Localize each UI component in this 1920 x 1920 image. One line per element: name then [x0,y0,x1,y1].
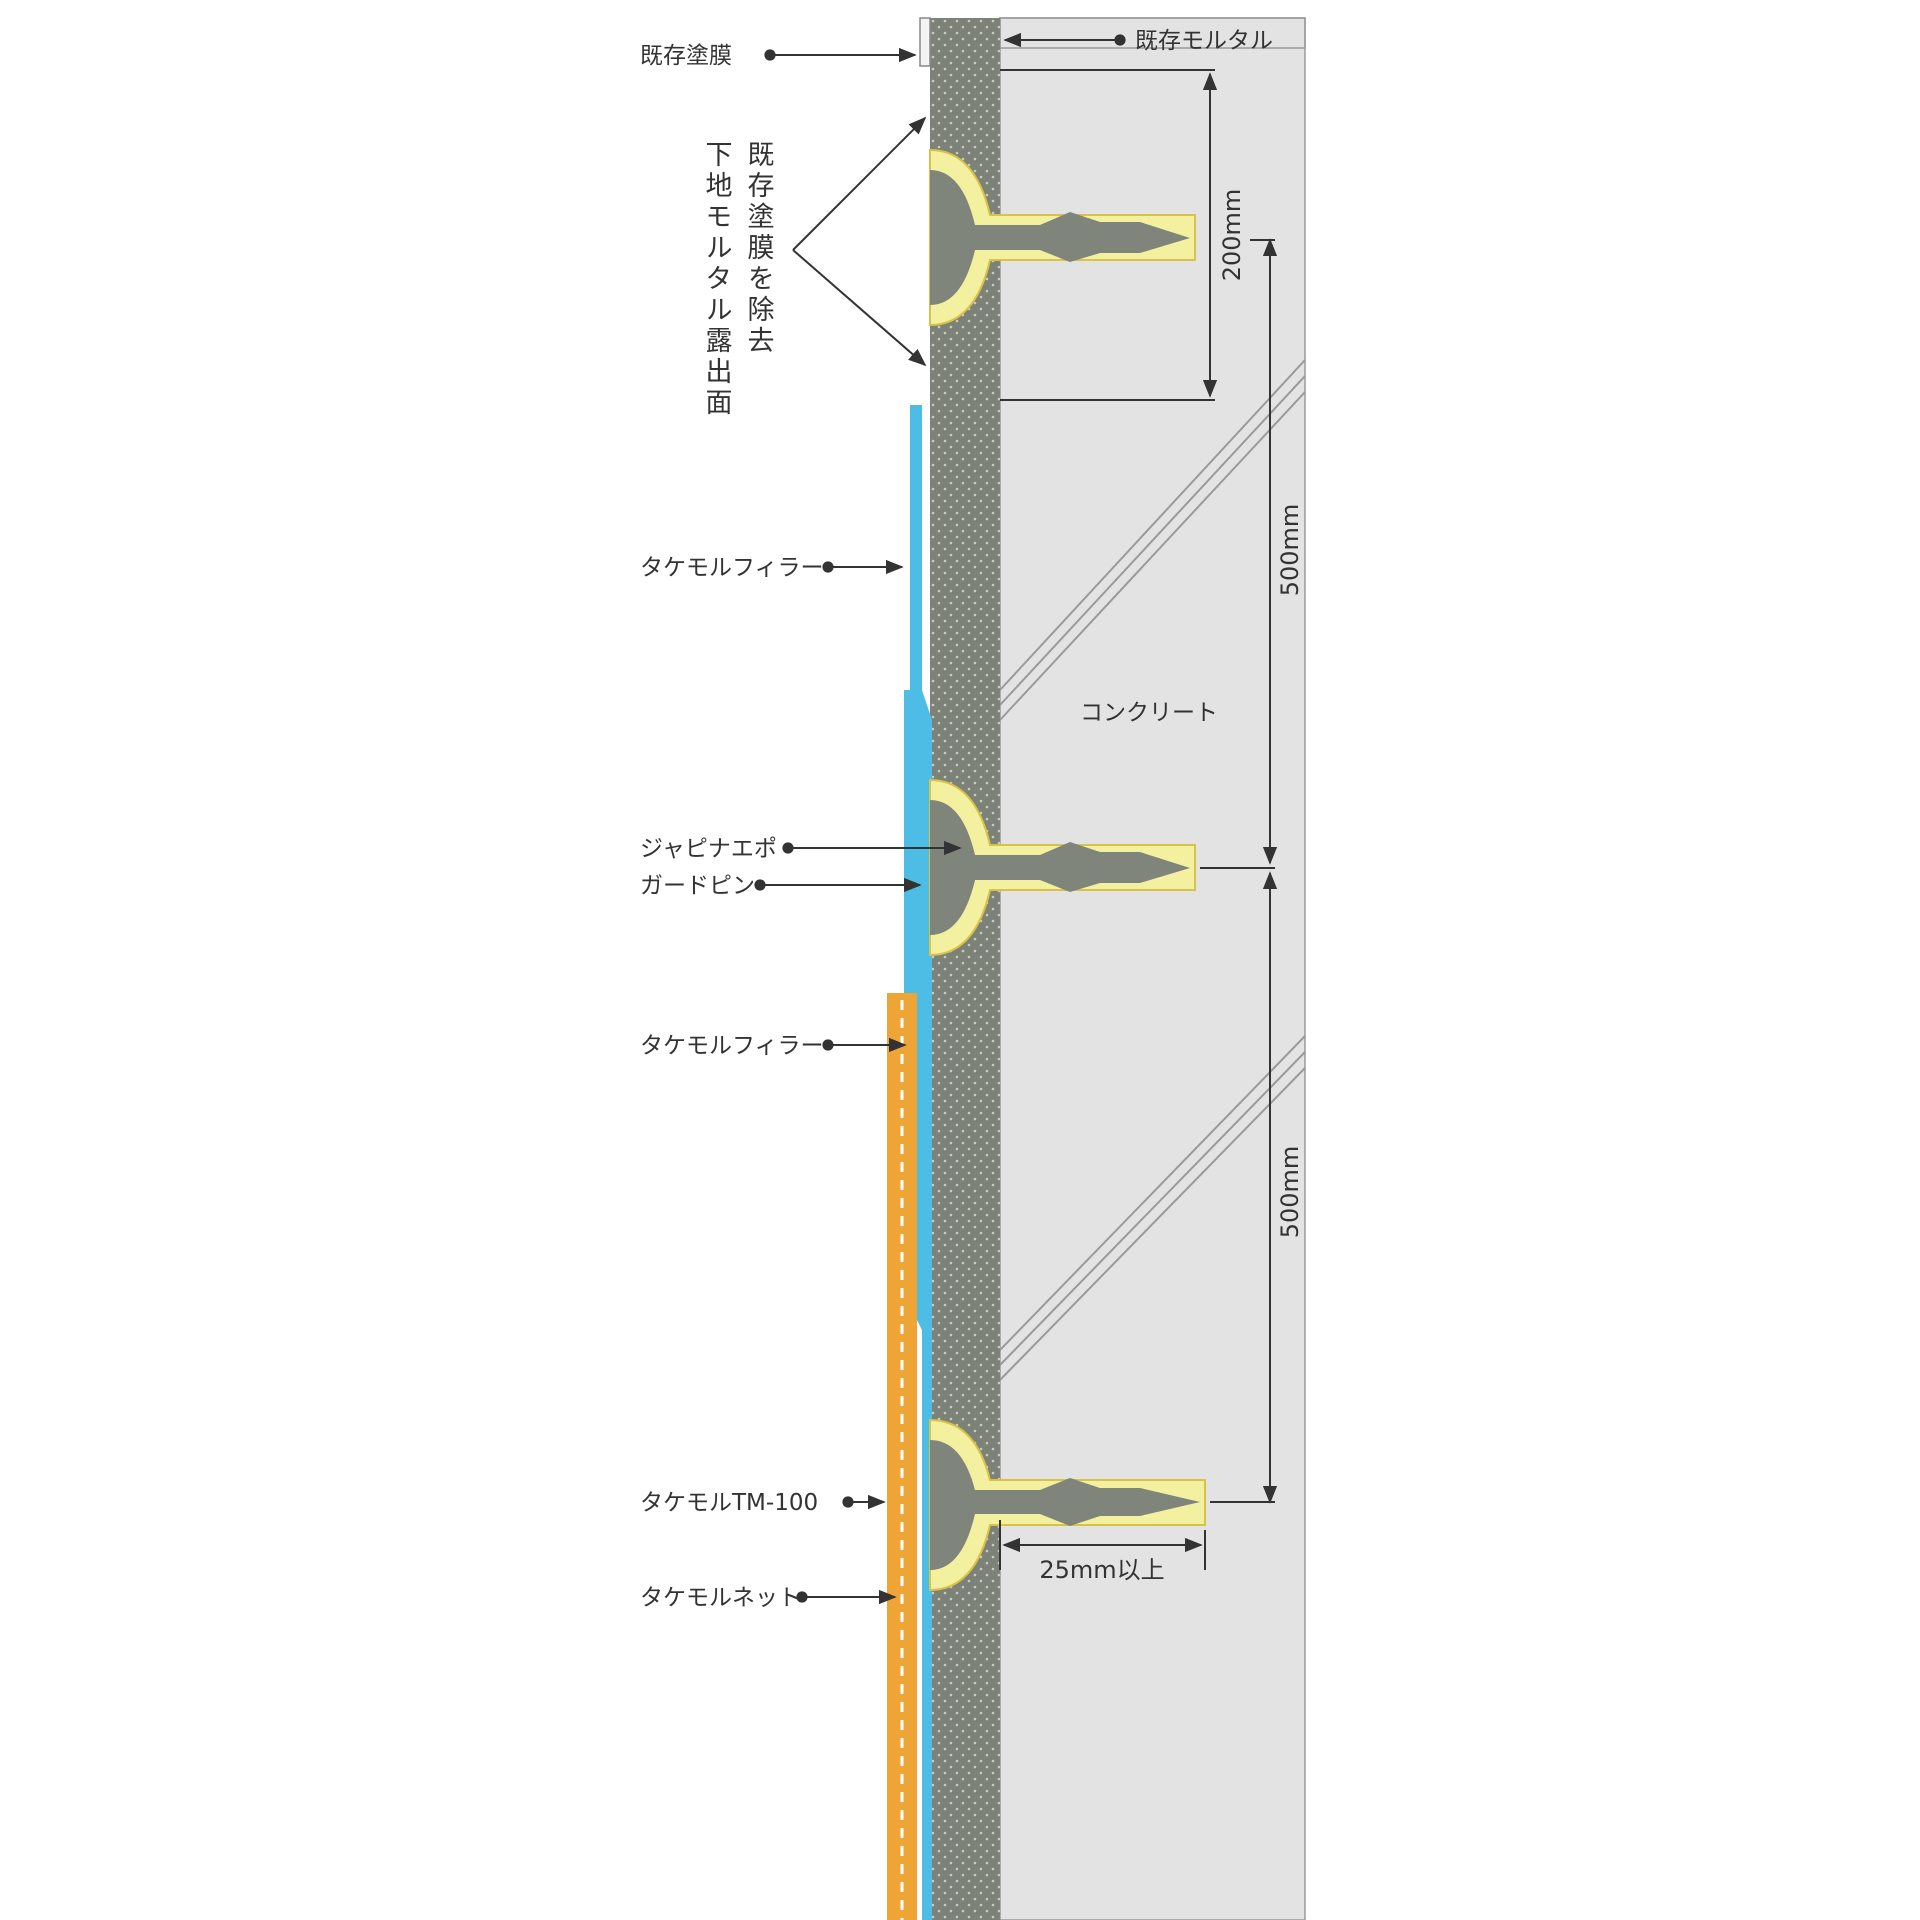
label-removal-line1: 既存塗膜を除去 [743,140,775,357]
crack-lines-lower [999,1035,1306,1381]
pin-anchor-2 [929,778,1196,957]
dimension-lines [999,69,1278,1570]
label-tm100: タケモルTM-100 [640,1490,818,1516]
crack-lines-upper [999,359,1306,721]
guard-pin-2 [930,800,1190,935]
guard-pin-3 [930,1440,1200,1570]
dim-spacing-2: 500mm [1276,1146,1304,1239]
label-concrete: コンクリート [1080,700,1218,726]
label-epoxy: ジャピナエポ [640,836,777,862]
filler-layer [904,405,932,1920]
concrete-body [999,17,1306,1920]
label-guard-pin: ガードピン [640,873,755,899]
dim-spacing-1: 500mm [1276,504,1304,597]
label-net: タケモルネット [640,1585,801,1611]
dim-top-spacing: 200mm [1218,189,1246,282]
leader-lines [754,32,1126,1605]
guard-pin-1 [930,170,1190,305]
dim-embed-depth: 25mm以上 [1039,1556,1164,1584]
pin-anchor-3 [929,1418,1206,1592]
existing-coating-strip [919,17,931,67]
label-filler-lower: タケモルフィラー [640,1033,824,1059]
label-existing-mortar: 既存モルタル [1135,28,1273,54]
mortar-layer [930,18,1000,1920]
label-existing-coating: 既存塗膜 [640,43,732,69]
pin-anchor-1 [929,148,1196,327]
label-removal-line2: 下地モルタル露出面 [701,140,733,419]
label-filler-upper: タケモルフィラー [640,555,824,581]
